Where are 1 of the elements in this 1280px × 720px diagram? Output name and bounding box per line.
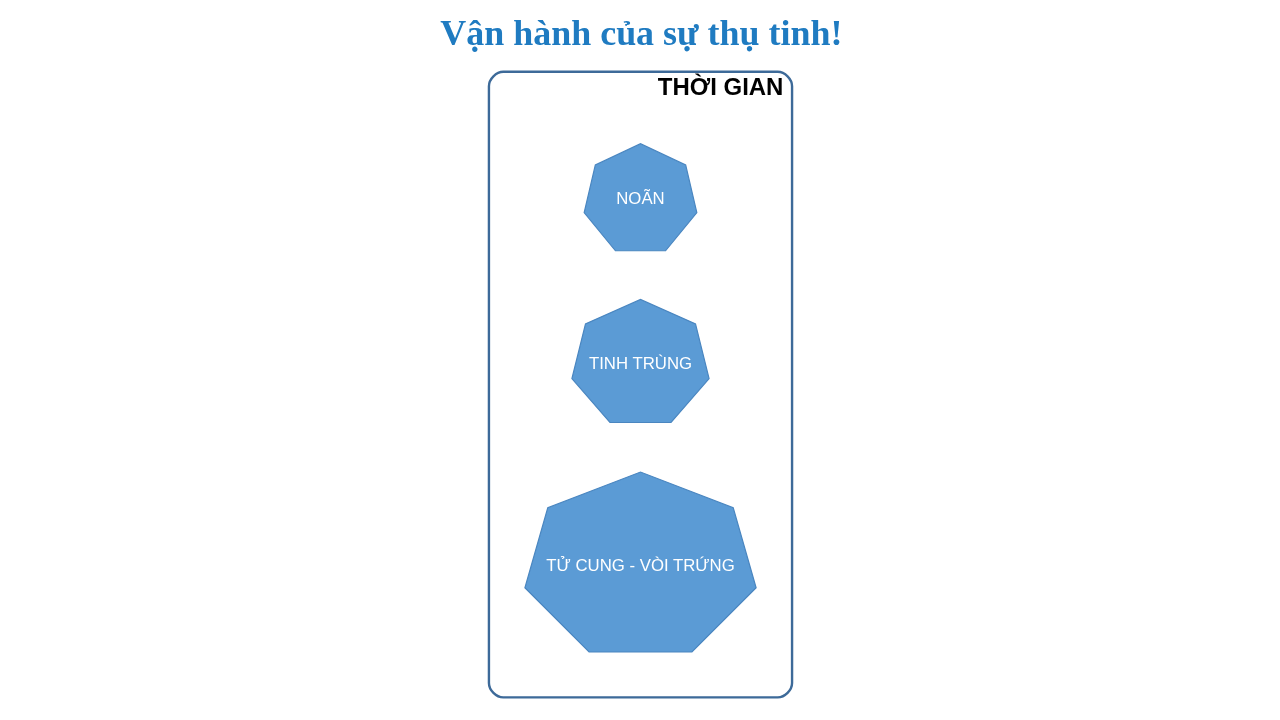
diagram-title: Vận hành của sự thụ tinh! [439,13,842,54]
